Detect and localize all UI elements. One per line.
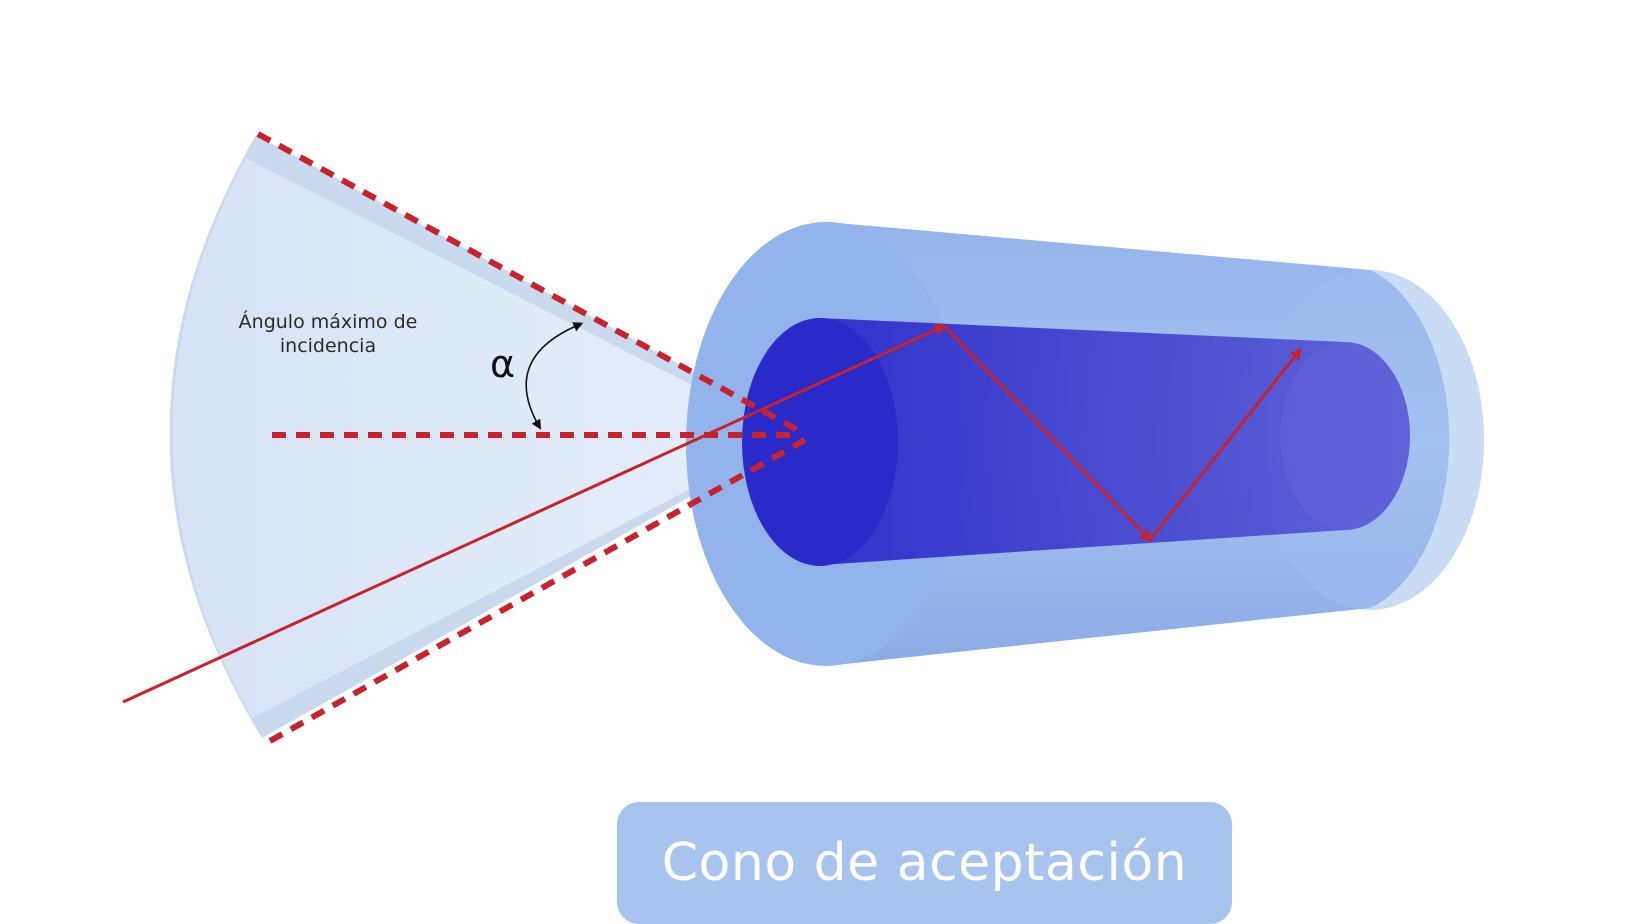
- curved-double-arrow-icon: [525, 322, 584, 430]
- title-badge: Cono de aceptación: [617, 802, 1232, 924]
- fiber-core: [742, 318, 1410, 566]
- title-text: Cono de aceptación: [661, 833, 1188, 893]
- dashed-lines: [256, 131, 807, 744]
- upper-cone-edge: [256, 131, 807, 437]
- acceptance-cone: [169, 135, 805, 738]
- reflected-ray-2: [1148, 347, 1302, 541]
- lower-cone-edge: [268, 437, 807, 744]
- reflected-ray-1: [942, 324, 1153, 543]
- light-ray: [122, 324, 1302, 704]
- alpha-symbol: α: [490, 342, 516, 386]
- max-angle-label: Ángulo máximo de incidencia: [238, 311, 418, 357]
- incident-ray: [122, 324, 947, 704]
